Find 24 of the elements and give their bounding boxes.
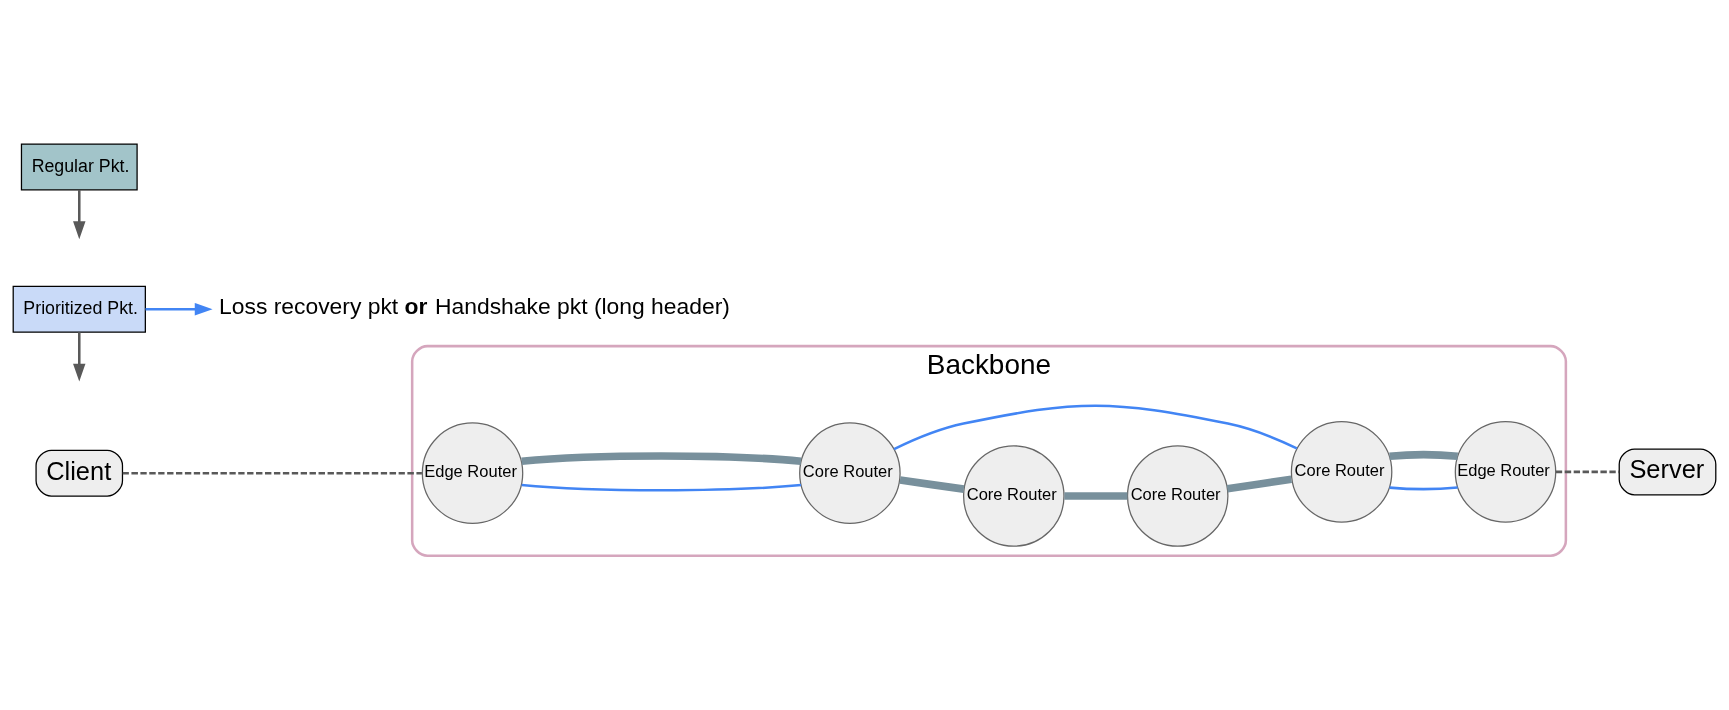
connector: [1555, 470, 1620, 474]
node-box: Regular Pkt.: [20, 143, 138, 191]
node-circle: Core Router: [799, 422, 901, 524]
node-text: Loss recovery pkt or Handshake pkt (long header): [219, 292, 730, 319]
connector: [521, 452, 802, 466]
connector: [1389, 486, 1458, 491]
connector: [521, 483, 802, 492]
arrow: [73, 189, 86, 240]
node-circle: Core Router: [1126, 445, 1229, 547]
connector: [122, 471, 422, 475]
node-box: Client: [35, 449, 124, 497]
arrow: [73, 332, 86, 382]
node-circle: Edge Router: [1454, 421, 1557, 523]
connector: [1389, 450, 1458, 460]
connector: [893, 404, 1298, 451]
node-box: Server: [1618, 448, 1717, 496]
connector: [1064, 492, 1128, 500]
node-circle: Edge Router: [421, 422, 524, 524]
connector: [899, 476, 965, 493]
node-box: Prioritized Pkt.: [12, 285, 146, 333]
connector: [1226, 475, 1292, 493]
arrow: [145, 303, 213, 316]
node-circle: Core Router: [1290, 421, 1393, 523]
node-circle: Core Router: [962, 445, 1065, 547]
